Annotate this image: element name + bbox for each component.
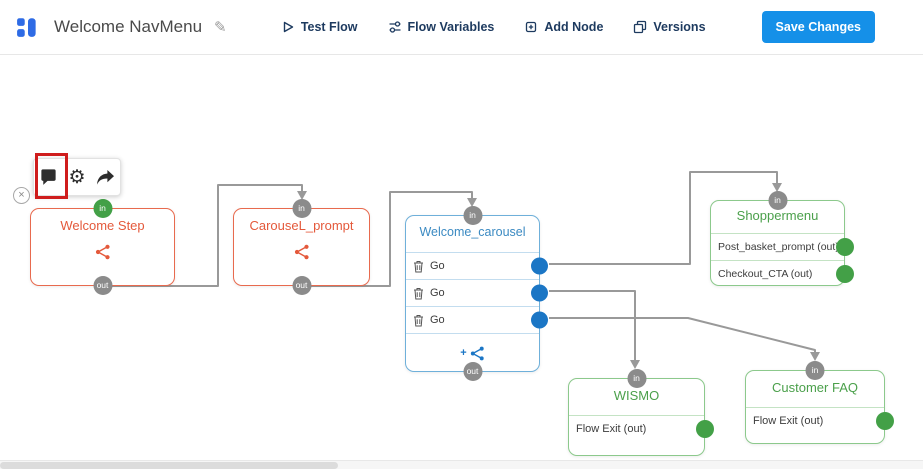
output-connector[interactable] [531, 257, 548, 275]
play-icon [283, 21, 294, 33]
row-label: Checkout_CTA (out) [718, 268, 813, 280]
node-customer-faq[interactable]: in Customer FAQ Flow Exit (out) [745, 361, 894, 444]
output-connector[interactable] [836, 265, 854, 283]
node-toolbar: ⚙ [33, 158, 121, 196]
header-actions: Test Flow Flow Variables Add Node Versio… [281, 11, 875, 43]
row-label: Flow Exit (out) [576, 423, 647, 435]
flow-canvas[interactable]: × ⚙ in Welcome Step out in CarouseL_prom… [0, 55, 923, 469]
row-label: Go [430, 314, 445, 326]
test-flow-button[interactable]: Test Flow [281, 20, 358, 34]
port-in[interactable]: in [627, 369, 646, 388]
port-out[interactable]: out [93, 276, 112, 295]
port-in[interactable]: in [93, 199, 112, 218]
flow-title: Welcome NavMenu [54, 17, 203, 36]
node-title: Customer FAQ [772, 380, 858, 395]
port-out[interactable]: out [463, 362, 482, 381]
row-label: Go [430, 260, 445, 272]
node-title: WISMO [613, 388, 660, 403]
port-in[interactable]: in [463, 206, 482, 225]
output-connector[interactable] [531, 311, 548, 329]
trash-icon[interactable] [413, 287, 424, 300]
add-button-row[interactable]: + [406, 333, 539, 373]
port-out[interactable]: out [292, 276, 311, 295]
versions-button[interactable]: Versions [633, 20, 706, 34]
share-icon [31, 233, 174, 260]
variables-icon [389, 21, 401, 33]
action-label: Add Node [544, 20, 604, 34]
flow-variables-button[interactable]: Flow Variables [388, 20, 495, 34]
node-wismo[interactable]: in WISMO Flow Exit (out) [568, 369, 714, 456]
add-share-icon: + [460, 346, 484, 361]
action-label: Test Flow [300, 20, 358, 34]
horizontal-scrollbar[interactable] [0, 460, 923, 469]
output-connector[interactable] [696, 420, 714, 438]
edit-title-icon[interactable]: ✎ [214, 19, 227, 36]
output-connector[interactable] [531, 284, 548, 302]
top-bar: Welcome NavMenu ✎ Test Flow Flow Variabl… [0, 0, 923, 55]
node-welcome-step[interactable]: in Welcome Step out [30, 199, 175, 295]
comment-icon[interactable] [39, 168, 58, 187]
forward-arrow-icon[interactable] [96, 169, 115, 186]
row-label: Go [430, 287, 445, 299]
carousel-button-row[interactable]: Go [406, 252, 548, 279]
row-label: Flow Exit (out) [753, 415, 824, 427]
node-carousel-prompt[interactable]: in CarouseL_prompt out [233, 199, 370, 295]
app-logo-icon [17, 18, 36, 37]
action-label: Flow Variables [407, 20, 495, 34]
flow-exit-row[interactable]: Flow Exit (out) [746, 407, 894, 434]
plus-icon: + [460, 347, 467, 359]
gear-icon[interactable]: ⚙ [68, 166, 86, 188]
add-node-icon [526, 21, 537, 33]
trash-icon[interactable] [413, 314, 424, 327]
node-shoppermenu[interactable]: in Shoppermenu Post_basket_prompt (out) … [710, 191, 854, 287]
flow-exit-row[interactable]: Post_basket_prompt (out) [711, 233, 854, 260]
output-connector[interactable] [836, 238, 854, 256]
port-in[interactable]: in [805, 361, 825, 380]
versions-icon [634, 20, 647, 34]
port-in[interactable]: in [768, 191, 787, 210]
row-label: Post_basket_prompt (out) [718, 241, 839, 253]
node-welcome-carousel[interactable]: in Welcome_carousel Go Go Go + [405, 206, 548, 381]
scrollbar-thumb[interactable] [0, 462, 338, 469]
trash-icon[interactable] [413, 260, 424, 273]
close-icon[interactable]: × [13, 187, 30, 204]
add-node-button[interactable]: Add Node [524, 20, 603, 34]
carousel-button-row[interactable]: Go [406, 279, 548, 306]
share-icon [234, 233, 369, 260]
save-changes-button[interactable]: Save Changes [761, 11, 875, 43]
port-in[interactable]: in [292, 199, 311, 218]
flow-exit-row[interactable]: Checkout_CTA (out) [711, 260, 854, 287]
carousel-button-row[interactable]: Go [406, 306, 548, 333]
action-label: Versions [653, 20, 706, 34]
output-connector[interactable] [876, 412, 894, 430]
flow-exit-row[interactable]: Flow Exit (out) [569, 415, 714, 442]
